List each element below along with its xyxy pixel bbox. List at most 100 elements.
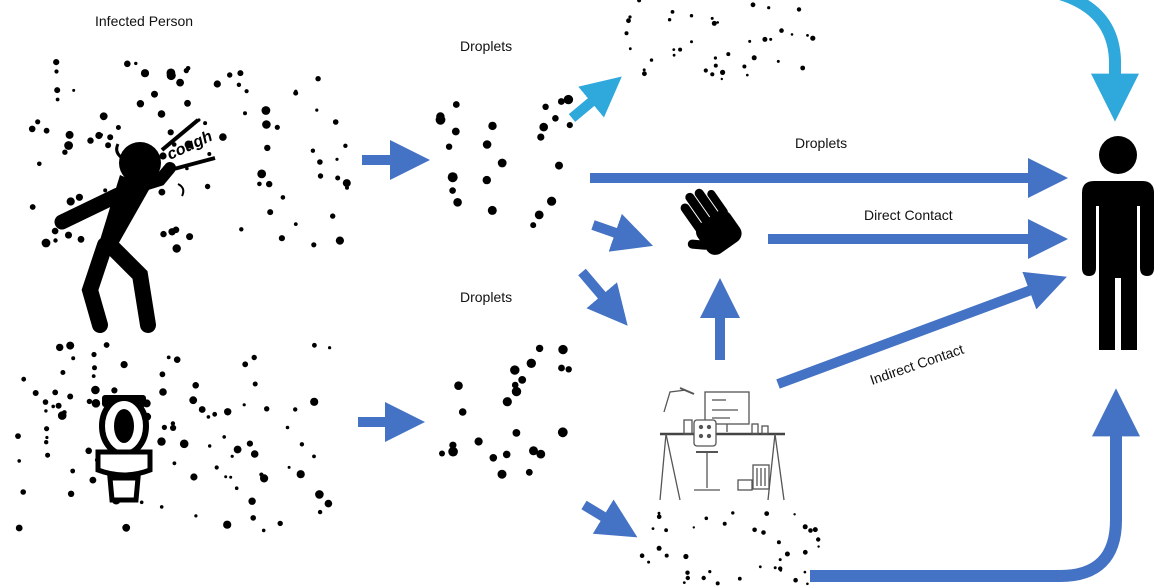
droplet <box>651 527 655 530</box>
droplet <box>136 100 145 108</box>
droplet <box>170 421 176 426</box>
droplet <box>246 440 253 447</box>
droplet <box>62 149 68 155</box>
droplet <box>91 399 101 408</box>
droplet <box>67 490 75 497</box>
droplet <box>315 76 321 82</box>
droplet <box>518 376 527 384</box>
droplet <box>511 386 522 397</box>
droplet <box>690 40 693 44</box>
droplet <box>296 470 305 479</box>
droplet <box>682 581 686 584</box>
droplet <box>261 528 266 533</box>
droplet <box>342 179 351 188</box>
droplet <box>708 570 712 574</box>
droplet <box>626 18 631 24</box>
droplet <box>512 429 521 437</box>
droplet <box>555 161 563 170</box>
droplet <box>310 148 316 153</box>
droplet <box>639 553 645 558</box>
droplet <box>176 78 185 87</box>
droplet <box>624 31 629 36</box>
droplet <box>762 36 768 42</box>
droplet <box>172 244 181 253</box>
droplet <box>151 90 158 98</box>
droplet <box>244 89 249 94</box>
droplet <box>817 545 820 548</box>
droplet <box>267 209 274 216</box>
droplet <box>497 469 507 479</box>
droplet <box>99 133 103 137</box>
droplet <box>67 393 74 400</box>
droplet <box>511 381 519 389</box>
droplet <box>32 390 39 396</box>
droplet <box>54 69 59 74</box>
droplet-cloud-bottom-right <box>639 511 821 586</box>
droplet <box>223 520 232 529</box>
droplet <box>105 142 112 149</box>
droplet <box>482 140 492 149</box>
droplet <box>720 69 726 75</box>
droplet <box>656 514 662 519</box>
droplet <box>803 570 807 574</box>
droplet <box>274 124 280 130</box>
arrow-droplets-to-hand <box>591 213 653 252</box>
droplet <box>212 411 218 417</box>
droplet <box>41 238 51 248</box>
droplet <box>65 231 72 239</box>
droplet <box>43 127 50 134</box>
droplet <box>332 119 339 125</box>
droplet <box>502 397 512 407</box>
droplet <box>183 68 189 74</box>
droplet <box>70 468 76 474</box>
droplet <box>242 403 246 407</box>
droplet <box>264 144 271 152</box>
droplet <box>715 581 720 586</box>
droplet <box>315 108 319 112</box>
droplet <box>204 183 211 190</box>
droplet <box>233 445 242 454</box>
droplet <box>115 125 121 130</box>
droplet <box>222 435 226 439</box>
arrow-droplets-to-airborne <box>568 76 622 122</box>
droplet <box>262 120 271 129</box>
droplet <box>656 545 662 551</box>
droplet <box>454 381 463 391</box>
droplet <box>529 446 538 456</box>
droplet <box>224 408 232 416</box>
droplet <box>769 37 773 41</box>
droplet <box>767 6 771 10</box>
droplet-cloud-infected <box>28 59 351 253</box>
droplet <box>703 68 708 73</box>
droplet <box>134 61 138 66</box>
droplet <box>720 77 723 81</box>
droplet <box>77 235 85 243</box>
droplet <box>317 173 324 179</box>
droplet <box>488 121 497 131</box>
droplet <box>525 468 533 476</box>
droplet <box>452 101 460 108</box>
droplet <box>213 80 221 88</box>
droplet <box>103 188 108 193</box>
droplet <box>502 450 511 459</box>
droplet <box>558 364 565 372</box>
droplet <box>778 558 782 562</box>
droplet <box>167 129 174 136</box>
droplet <box>184 99 191 107</box>
droplet <box>449 187 456 194</box>
droplet <box>159 152 167 160</box>
droplet <box>439 450 445 457</box>
droplet <box>628 15 632 19</box>
droplet <box>806 582 809 586</box>
droplet <box>474 437 483 446</box>
direct-contact-label: Direct Contact <box>864 207 953 223</box>
droplet <box>670 10 675 14</box>
droplet <box>91 351 97 358</box>
droplet <box>65 130 74 139</box>
droplet <box>731 511 735 515</box>
droplet <box>793 513 796 516</box>
droplet <box>55 402 62 409</box>
droplet <box>664 528 668 533</box>
droplet <box>21 376 27 382</box>
droplet <box>343 143 348 148</box>
